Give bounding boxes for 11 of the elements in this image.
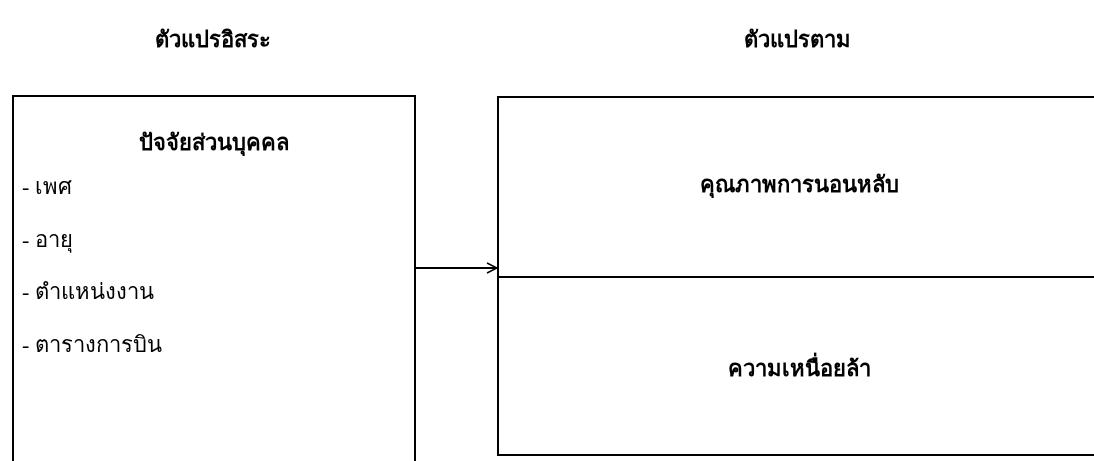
- outcome-box: [497, 96, 1094, 456]
- list-item: - ตำแหน่งงาน: [22, 278, 154, 306]
- factor-box: [12, 95, 416, 461]
- variable-name: คุณภาพการนอนหลับ: [698, 171, 900, 199]
- arrow: [415, 262, 498, 274]
- column-heading: ตัวแปรอิสระ: [154, 26, 272, 54]
- list-item: - ตารางการบิน: [22, 330, 162, 359]
- list-item: - อายุ: [22, 225, 73, 254]
- column-heading: ตัวแปรตาม: [742, 26, 852, 54]
- box-heading: ปัจจัยส่วนบุคคล: [138, 129, 290, 157]
- list-item: - เพศ: [22, 173, 72, 201]
